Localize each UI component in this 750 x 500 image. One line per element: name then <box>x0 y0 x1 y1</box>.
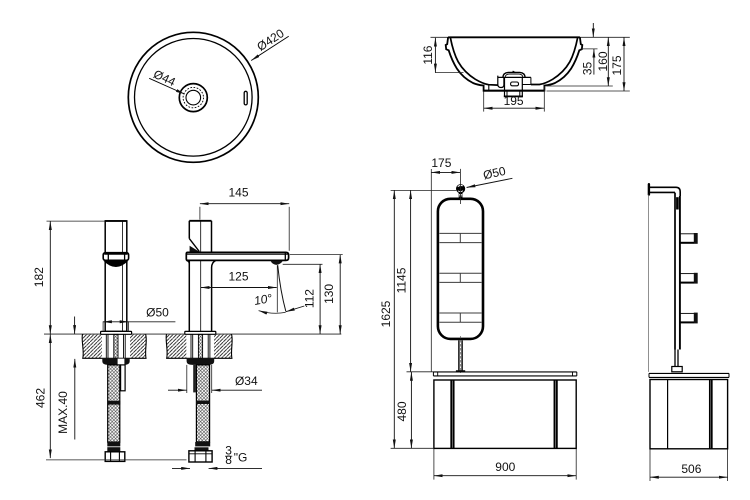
svg-text:182: 182 <box>32 267 46 287</box>
svg-text:175: 175 <box>610 55 624 75</box>
svg-text:506: 506 <box>681 462 701 476</box>
svg-text:Ø50: Ø50 <box>146 305 169 319</box>
svg-text:Ø50: Ø50 <box>482 164 507 182</box>
svg-text:Ø34: Ø34 <box>235 374 258 388</box>
svg-text:1625: 1625 <box>379 300 393 327</box>
svg-text:175: 175 <box>431 156 451 170</box>
svg-text:160: 160 <box>596 51 610 71</box>
svg-text:145: 145 <box>228 186 248 200</box>
svg-text:480: 480 <box>395 401 409 421</box>
svg-text:900: 900 <box>495 460 515 474</box>
svg-text:130: 130 <box>322 284 336 304</box>
svg-text:195: 195 <box>504 94 524 108</box>
svg-text:35: 35 <box>581 62 595 76</box>
svg-text:112: 112 <box>303 289 317 308</box>
svg-text:Ø420: Ø420 <box>254 26 287 54</box>
svg-text:Ø44: Ø44 <box>151 67 178 89</box>
svg-text:116: 116 <box>421 45 435 64</box>
svg-text:8: 8 <box>225 453 232 467</box>
svg-text:125: 125 <box>228 270 248 284</box>
svg-text:10°: 10° <box>253 291 273 308</box>
svg-text:3: 3 <box>225 443 232 457</box>
svg-text:1145: 1145 <box>395 267 409 293</box>
svg-text:MAX.40: MAX.40 <box>56 391 70 434</box>
svg-text:462: 462 <box>34 388 48 408</box>
svg-text:"G: "G <box>234 451 248 465</box>
